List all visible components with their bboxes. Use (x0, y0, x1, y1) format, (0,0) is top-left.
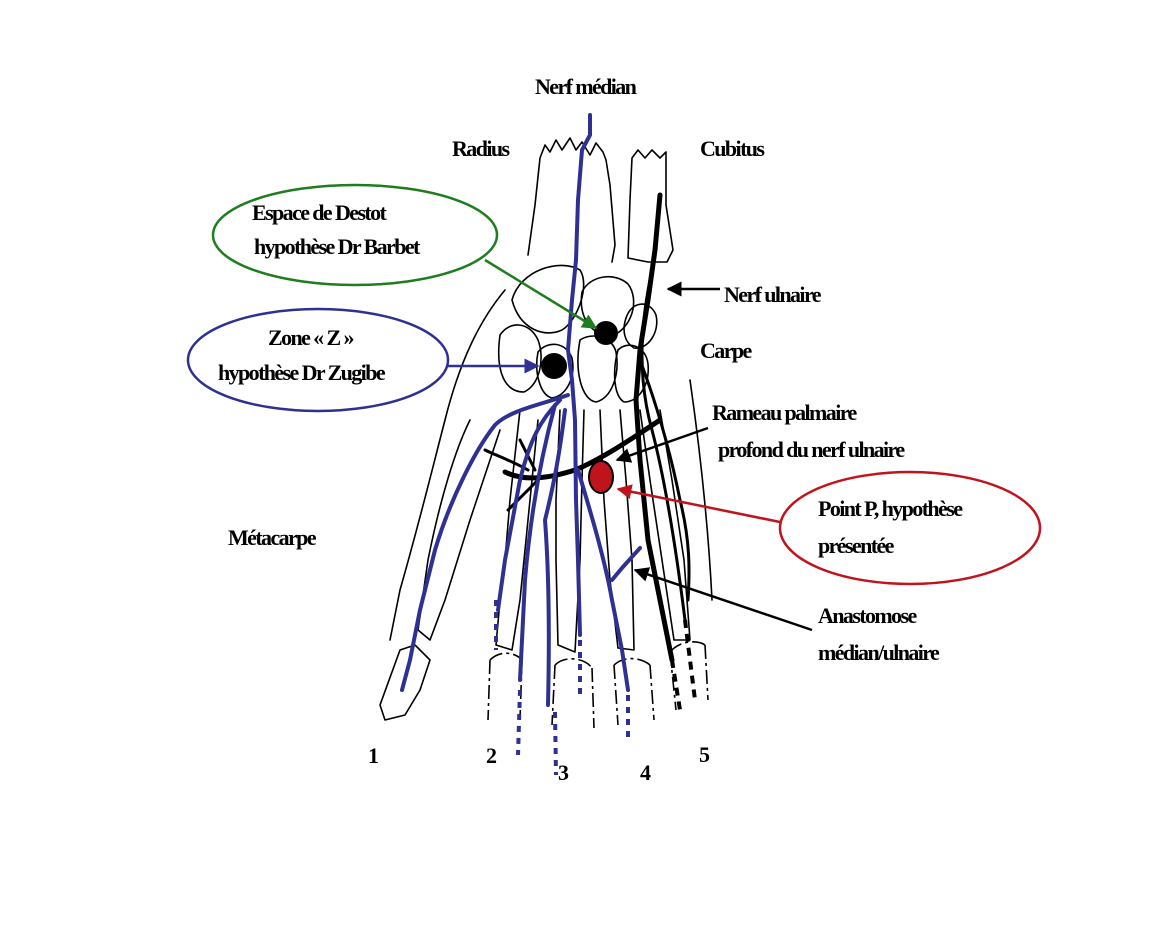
phalanx-2 (487, 652, 523, 721)
marker-zone-z-icon (541, 353, 567, 379)
metacarpal-3 (555, 409, 585, 653)
finger-number-1: 1 (368, 743, 379, 768)
callout-destot-line2: hypothèse Dr Barbet (254, 234, 421, 259)
callout-destot-line1: Espace de Destot (252, 200, 388, 225)
carpal-triquetrum (623, 303, 658, 349)
callout-zone-z-line2: hypothèse Dr Zugibe (218, 360, 386, 385)
median-nerve (400, 113, 642, 776)
median-ulnar-anastomosis (610, 546, 642, 582)
callout-zone-z-ellipse (186, 307, 450, 413)
arrow-point-p-icon (616, 484, 781, 524)
label-cubitus: Cubitus (700, 136, 765, 161)
phalanx-1 (379, 644, 431, 721)
metacarpal-2 (495, 409, 539, 651)
hand-outline (389, 289, 713, 641)
callout-point-p-ellipse (778, 470, 1042, 586)
phalanx-4 (613, 657, 655, 726)
carpal-hamate (613, 344, 649, 403)
callout-point-p: Point P, hypothèse présentée (616, 470, 1042, 586)
label-median-nerve: Nerf médian (535, 74, 637, 99)
label-anastomosis-line2: médian/ulnaire (818, 640, 940, 665)
callout-point-p-line1: Point P, hypothèse (818, 496, 963, 521)
marker-destot-icon (594, 321, 618, 345)
label-deep-branch-line1: Rameau palmaire (712, 400, 857, 425)
arrow-deep-branch-icon (615, 426, 709, 463)
finger-number-4: 4 (640, 760, 651, 785)
label-radius: Radius (452, 136, 510, 161)
label-anastomosis-line1: Anastomose (818, 603, 917, 628)
label-ulnar-nerve: Nerf ulnaire (724, 282, 822, 307)
ulna-bone (627, 149, 674, 263)
arrow-destot-icon (484, 258, 598, 330)
callout-zone-z: Zone « Z » hypothèse Dr Zugibe (186, 307, 540, 413)
finger-number-5: 5 (699, 742, 710, 767)
label-deep-branch-line2: profond du nerf ulnaire (718, 437, 905, 462)
callout-destot: Espace de Destot hypothèse Dr Barbet (211, 183, 598, 330)
label-metacarpe: Métacarpe (228, 525, 317, 550)
callout-point-p-line2: présentée (818, 533, 895, 558)
radius-bone (527, 137, 616, 263)
arrow-anastomosis-icon (633, 567, 813, 632)
metacarpal-1 (417, 419, 501, 641)
carpal-trapezoid (536, 343, 574, 399)
phalanx-3 (551, 658, 595, 729)
finger-number-3: 3 (558, 760, 569, 785)
label-carpe: Carpe (700, 338, 752, 363)
finger-number-2: 2 (486, 743, 497, 768)
callout-zone-z-line1: Zone « Z » (268, 325, 353, 350)
carpal-capitate (577, 335, 618, 403)
marker-point-p-icon (588, 460, 614, 494)
carpal-trapezium (498, 324, 542, 393)
callout-destot-ellipse (211, 183, 499, 287)
ulnar-nerve (483, 192, 697, 711)
metacarpal-5 (639, 409, 691, 641)
